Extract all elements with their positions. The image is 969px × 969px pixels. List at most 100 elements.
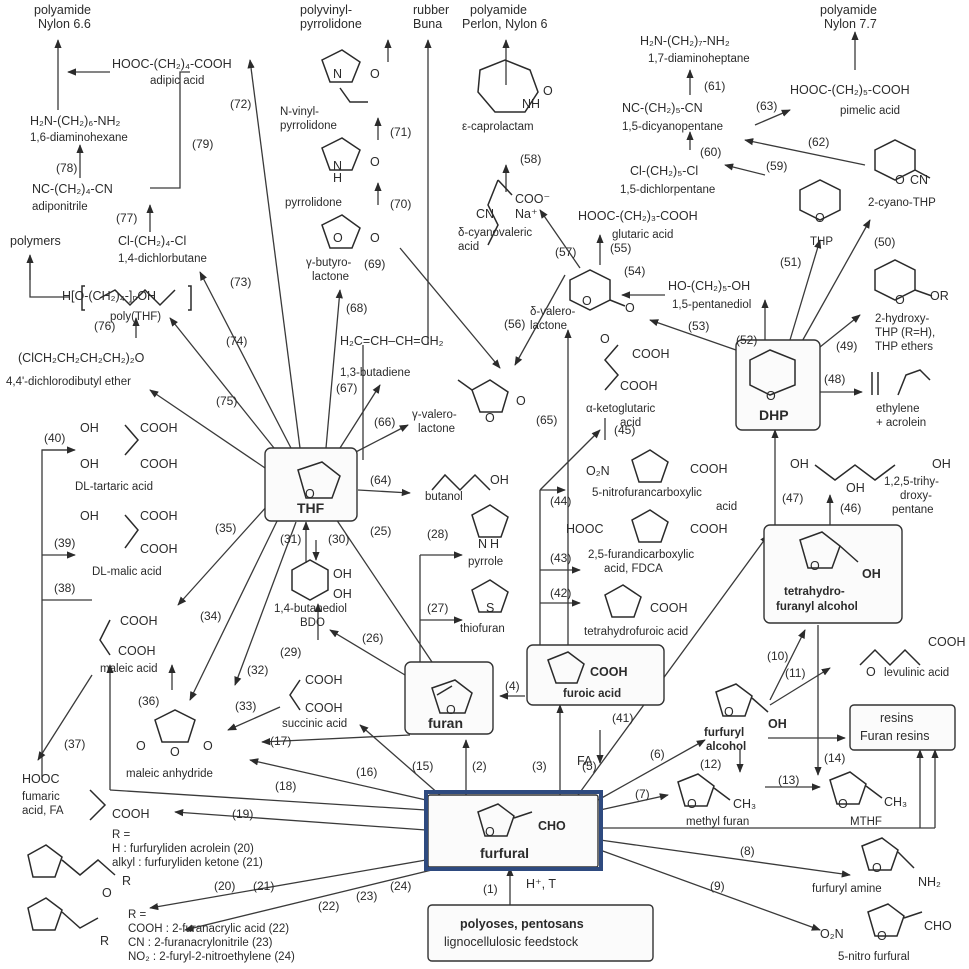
- furanacrylic-no2: NO₂ : 2-furyl-2-nitroethylene (24): [128, 951, 295, 963]
- furoic-acid-box[interactable]: [526, 644, 665, 706]
- furfurylamine-nh2: NH₂: [918, 875, 941, 889]
- thfa-label: tetrahydrofuroic acid: [584, 626, 688, 638]
- bdo-oh2: OH: [333, 587, 352, 601]
- dah-formula: H₂N-(CH₂)₇-NH₂: [640, 34, 730, 48]
- adn-formula: NC-(CH₂)₄-CN: [32, 182, 113, 196]
- cyanovaleric-na: Na⁺: [515, 207, 538, 221]
- nvp-vinyl-icon: [339, 87, 368, 103]
- thfalc-line1: tetrahydro-: [784, 586, 845, 598]
- furoic-label: furoic acid: [563, 688, 621, 700]
- resins-box[interactable]: [849, 704, 956, 751]
- pyrrolidone-ring-icon: [321, 137, 361, 171]
- nitrofurfural-side-icon: [903, 911, 923, 919]
- succinic-chain-icon: [289, 679, 301, 711]
- furoic-ring-icon: [547, 651, 585, 684]
- num-69: (69): [364, 257, 385, 271]
- pthf-label: poly(THF): [110, 311, 161, 323]
- maleic-label: maleic acid: [100, 663, 158, 675]
- arrow-53: [649, 319, 737, 351]
- ffalc-ring-icon: [715, 683, 753, 717]
- ketoglutaric-cooh2: COOH: [620, 379, 658, 393]
- num-78: (78): [56, 161, 77, 175]
- hmda-label: 1,6-diaminohexane: [30, 132, 128, 144]
- num-25: (25): [370, 524, 391, 538]
- pimelic-formula: HOOC-(CH₂)₅-COOH: [790, 83, 910, 97]
- maleic-cooh2: COOH: [118, 644, 156, 658]
- tartaric-oh2: OH: [80, 457, 99, 471]
- arrow-62: [744, 138, 866, 166]
- thfalc-o: O: [810, 559, 820, 573]
- glutaric-label: glutaric acid: [612, 229, 673, 241]
- ffalc-line1: furfuryl: [704, 727, 744, 739]
- thf-ring-o: O: [305, 487, 315, 501]
- arrow-32: [234, 521, 297, 686]
- arrow-73: [199, 271, 293, 451]
- succinic-label: succinic acid: [282, 718, 347, 730]
- pthf-bracket-icon: [81, 285, 192, 311]
- nitrofuran-cooh: COOH: [690, 462, 728, 476]
- thfa-ring-icon: [604, 584, 642, 618]
- feedstock-box[interactable]: [427, 904, 654, 962]
- furan-label: furan: [428, 715, 463, 731]
- arrow-45: [539, 429, 601, 491]
- thfalc-side-icon: [839, 545, 859, 563]
- nvp-ring-icon: [321, 49, 361, 83]
- furfuryliden-alkyl: alkyl : furfuryliden ketone (21): [112, 857, 263, 869]
- acrolein-icon: [897, 369, 931, 396]
- num-42: (42): [550, 586, 571, 600]
- thfalc-ring-icon: [799, 531, 841, 569]
- num-23: (23): [356, 889, 377, 903]
- num-18: (18): [275, 779, 296, 793]
- num-58: (58): [520, 152, 541, 166]
- num-26: (26): [362, 631, 383, 645]
- anhydride-o1: O: [136, 739, 146, 753]
- num-77: (77): [116, 211, 137, 225]
- cyanovaleric-side-icon: [497, 179, 513, 196]
- dhp-o: O: [766, 389, 776, 403]
- anhydride-o3: O: [203, 739, 213, 753]
- ffalc-side-icon: [751, 697, 769, 713]
- bdo-oh1: OH: [333, 567, 352, 581]
- thf-box[interactable]: [264, 447, 358, 522]
- arrow-6: [597, 739, 706, 801]
- arrow-9: [599, 849, 821, 931]
- hydroxythp-line1: 2-hydroxy-: [875, 313, 929, 325]
- fdca-line1: 2,5-furandicarboxylic: [588, 549, 694, 561]
- cyanovaleric-coo: COO⁻: [515, 192, 550, 206]
- furfuryliden-o: O: [102, 886, 112, 900]
- thp-o: O: [815, 211, 825, 225]
- furoic-cooh: COOH: [590, 665, 628, 679]
- thf-alcohol-box[interactable]: [763, 524, 903, 624]
- ffalc-oh: OH: [768, 717, 787, 731]
- num-28: (28): [427, 527, 448, 541]
- gvl-line2: lactone: [418, 423, 455, 435]
- mthf-label: MTHF: [850, 816, 882, 828]
- gvl-methyl-icon: [457, 379, 473, 391]
- thf-ring-icon: [297, 461, 341, 499]
- methylfuran-label: methyl furan: [686, 816, 749, 828]
- num-72: (72): [230, 97, 251, 111]
- dhp-box[interactable]: [735, 339, 821, 431]
- furfural-side-icon: [513, 811, 533, 819]
- perlon-line1: polyamide: [470, 3, 527, 17]
- levulinic-chain-icon: [859, 648, 921, 667]
- num-61: (61): [704, 79, 725, 93]
- furfurylamine-label: furfuryl amine: [812, 883, 882, 895]
- dvl-o1: O: [582, 294, 592, 308]
- buna-line1: rubber: [413, 3, 449, 17]
- reaction-numbers: (1) (2) (3) (4) (5) (6) (7) (8) (9) (10)…: [44, 79, 895, 913]
- gbl-ring-icon: [321, 214, 361, 249]
- arrow-33: [227, 706, 281, 731]
- dclp-formula: Cl-(CH₂)₅-Cl: [630, 164, 698, 178]
- furan-box[interactable]: [404, 661, 494, 735]
- pyrrolidone-label: pyrrolidone: [285, 197, 342, 209]
- num-60: (60): [700, 145, 721, 159]
- pentanetriol-ho: OH: [790, 457, 809, 471]
- reaction-arrows: [26, 31, 939, 932]
- num-8: (8): [740, 844, 755, 858]
- tartaric-chain-icon: [124, 424, 139, 456]
- nitrofurfural-o: O: [877, 929, 887, 943]
- fdca-line2: acid, FDCA: [604, 563, 663, 575]
- num-10: (10): [767, 649, 788, 663]
- nylon66-line1: polyamide: [34, 3, 91, 17]
